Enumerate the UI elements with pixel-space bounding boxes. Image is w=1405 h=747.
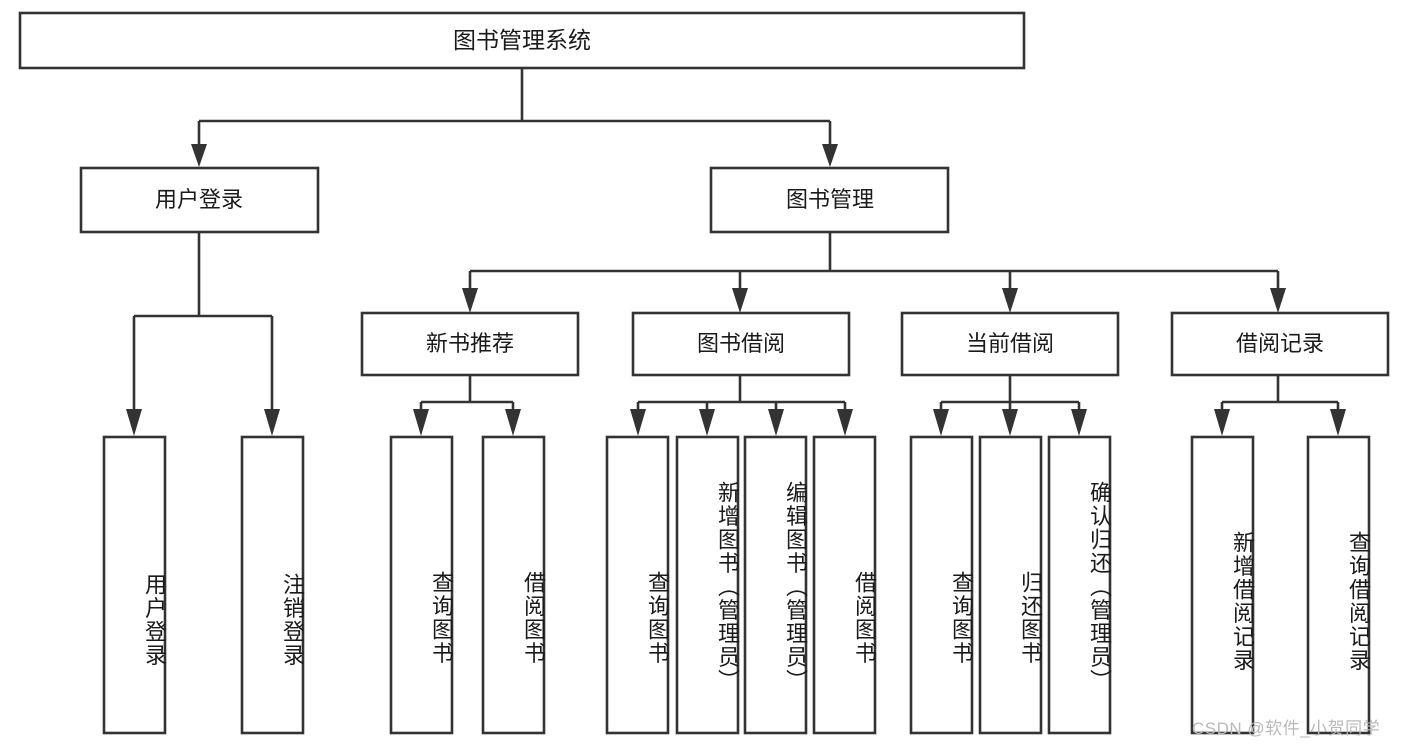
csdn-watermark: CSDN @软件_小贺同学 bbox=[1192, 719, 1381, 738]
arrow-head-leaf-query-book-1 bbox=[413, 409, 429, 436]
arrow-head-book-manage bbox=[822, 144, 838, 167]
leaf-query-record-box[interactable] bbox=[1306, 435, 1371, 735]
node-book-borrow-box[interactable] bbox=[631, 311, 851, 377]
node-new-book-rec-label: 新书推荐 bbox=[426, 331, 514, 356]
leaf-box-group bbox=[102, 435, 1371, 735]
node-current-borrow-label: 当前借阅 bbox=[966, 331, 1054, 356]
leaf-add-record-box[interactable] bbox=[1190, 435, 1255, 735]
arrow-head-leaf-query-book-3 bbox=[933, 409, 949, 436]
leaf-borrow-book-2-box[interactable] bbox=[812, 435, 877, 735]
arrow-head-new-book-rec bbox=[462, 288, 478, 313]
node-borrow-record-label: 借阅记录 bbox=[1236, 331, 1324, 356]
leaf-query-book-2-box[interactable] bbox=[605, 435, 670, 735]
arrow-head-leaf-edit-book bbox=[768, 409, 784, 436]
arrow-head-user-login bbox=[191, 144, 207, 167]
arrow-head-leaf-borrow-book-1 bbox=[505, 409, 521, 436]
arrow-head-leaf-borrow-book-2 bbox=[837, 409, 853, 436]
arrow-head-leaf-query-book-2 bbox=[630, 409, 646, 436]
node-root-label: 图书管理系统 bbox=[453, 27, 591, 53]
node-root[interactable]: 图书管理系统 bbox=[18, 11, 1026, 70]
node-borrow-record-box[interactable] bbox=[1170, 311, 1390, 377]
leaf-query-book-1-box[interactable] bbox=[389, 435, 454, 735]
node-new-book-rec[interactable]: 新书推荐 bbox=[360, 311, 580, 377]
node-book-borrow[interactable]: 图书借阅 bbox=[631, 311, 851, 377]
node-user-login[interactable]: 用户登录 bbox=[79, 166, 320, 234]
arrow-head-leaf-user-login bbox=[126, 409, 142, 436]
arrow-head-book-borrow bbox=[732, 288, 748, 313]
node-book-manage-box[interactable] bbox=[709, 166, 950, 234]
node-book-manage-label: 图书管理 bbox=[786, 187, 874, 212]
leaf-borrow-book-1-box[interactable] bbox=[481, 435, 546, 735]
arrow-head-leaf-add-book bbox=[699, 409, 715, 436]
node-user-login-label: 用户登录 bbox=[155, 187, 243, 212]
node-root-box[interactable] bbox=[18, 11, 1026, 70]
arrow-head-leaf-return-book bbox=[1002, 409, 1018, 436]
leaf-confirm-return-box[interactable] bbox=[1047, 435, 1112, 735]
arrow-head-leaf-confirm-return bbox=[1071, 409, 1087, 436]
node-borrow-record[interactable]: 借阅记录 bbox=[1170, 311, 1390, 377]
arrow-head-leaf-add-record bbox=[1214, 409, 1230, 436]
leaf-logout-login-box[interactable] bbox=[240, 435, 305, 735]
node-current-borrow[interactable]: 当前借阅 bbox=[900, 311, 1120, 377]
node-book-manage[interactable]: 图书管理 bbox=[709, 166, 950, 234]
arrow-head-current-borrow bbox=[1002, 288, 1018, 313]
node-book-borrow-label: 图书借阅 bbox=[697, 331, 785, 356]
node-user-login-box[interactable] bbox=[79, 166, 320, 234]
connector-group bbox=[126, 68, 1346, 436]
arrow-head-borrow-record bbox=[1270, 288, 1286, 313]
node-new-book-rec-box[interactable] bbox=[360, 311, 580, 377]
leaf-user-login-box[interactable] bbox=[102, 435, 167, 735]
leaf-return-book-box[interactable] bbox=[978, 435, 1043, 735]
arrow-head-leaf-logout-login bbox=[264, 409, 280, 436]
arrow-head-leaf-query-record bbox=[1330, 409, 1346, 436]
node-current-borrow-box[interactable] bbox=[900, 311, 1120, 377]
leaf-add-book-box[interactable] bbox=[675, 435, 740, 735]
leaf-query-book-3-box[interactable] bbox=[909, 435, 974, 735]
leaf-edit-book-box[interactable] bbox=[743, 435, 808, 735]
